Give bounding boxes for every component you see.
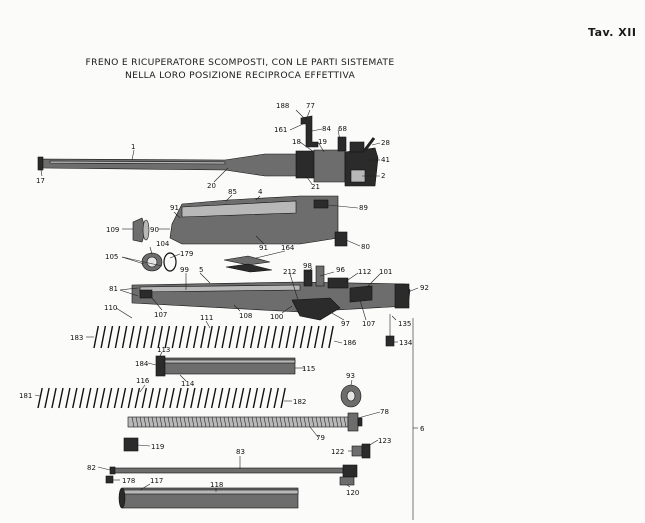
label-181: 181 (19, 392, 32, 400)
label-212: 212 (283, 268, 296, 276)
label-21: 21 (311, 183, 320, 191)
label-78: 78 (380, 408, 389, 416)
label-114: 114 (181, 380, 195, 388)
label-120: 120 (346, 489, 359, 497)
label-164: 164 (281, 244, 295, 252)
label-1: 1 (131, 143, 135, 151)
label-134: 134 (399, 339, 413, 347)
label-109: 109 (106, 226, 119, 234)
label-105: 105 (105, 253, 118, 261)
label-183: 183 (70, 334, 83, 342)
part-113-tube (155, 355, 296, 377)
label-122: 122 (331, 448, 344, 456)
label-90: 90 (150, 226, 159, 234)
label-17: 17 (36, 177, 45, 185)
label-91: 91 (170, 204, 179, 212)
label-135: 135 (398, 320, 411, 328)
plate-title-line-1: FRENO E RICUPERATORE SCOMPOSTI, CON LE P… (85, 57, 395, 68)
part-122-screw (351, 443, 371, 459)
part-78-threaded-rod (127, 412, 363, 432)
label-104: 104 (156, 240, 170, 248)
part-164-latch (223, 255, 273, 273)
label-41: 41 (381, 156, 390, 164)
label-161: 161 (274, 126, 287, 134)
label-19: 19 (318, 138, 327, 146)
label-99: 99 (180, 266, 189, 274)
label-2: 2 (381, 172, 385, 180)
part-93-nut (340, 384, 362, 408)
label-77: 77 (306, 102, 315, 110)
label-113: 113 (157, 346, 170, 354)
label-184: 184 (135, 360, 149, 368)
label-83: 83 (236, 448, 245, 456)
label-179: 179 (180, 250, 193, 258)
label-107-b: 107 (362, 320, 375, 328)
label-107: 107 (154, 311, 167, 319)
label-84: 84 (322, 125, 331, 133)
label-115: 115 (302, 365, 315, 373)
label-92: 92 (420, 284, 429, 292)
label-4: 4 (258, 188, 263, 196)
leader-lines (34, 109, 419, 492)
part-109-cap (132, 217, 150, 243)
label-97: 97 (341, 320, 350, 328)
label-110: 110 (104, 304, 117, 312)
label-96: 96 (336, 266, 345, 274)
label-93: 93 (346, 372, 355, 380)
label-68: 68 (338, 125, 347, 133)
part-119-ring (123, 437, 139, 452)
label-81: 81 (109, 285, 118, 293)
label-182: 182 (293, 398, 306, 406)
label-100: 100 (270, 313, 283, 321)
label-178: 178 (122, 477, 135, 485)
part-178-pin (105, 475, 114, 484)
label-18: 18 (292, 138, 301, 146)
plate-title-line-2: NELLA LORO POSIZIONE RECIPROCA EFFETTIVA (124, 70, 356, 81)
label-123: 123 (378, 437, 391, 445)
part-4-upper-housing (169, 195, 348, 247)
label-98: 98 (303, 262, 312, 270)
part-116-spring (37, 387, 286, 409)
part-1-barrel (37, 115, 379, 187)
label-5: 5 (199, 266, 203, 274)
label-118: 118 (210, 481, 223, 489)
label-89: 89 (359, 204, 368, 212)
part-118-cylinder (118, 487, 299, 509)
label-6: 6 (420, 425, 425, 433)
label-28: 28 (381, 139, 390, 147)
label-85: 85 (228, 188, 237, 196)
part-83-rod (109, 464, 358, 486)
label-20: 20 (207, 182, 216, 190)
label-116: 116 (136, 377, 150, 385)
part-105-collar (141, 252, 177, 272)
label-119: 119 (151, 443, 164, 451)
label-186: 186 (343, 339, 357, 347)
label-101: 101 (379, 268, 392, 276)
label-111: 111 (200, 314, 213, 322)
label-188: 188 (276, 102, 289, 110)
part-number-labels: 188 77 84 161 68 28 18 19 41 2 1 17 20 2… (19, 102, 429, 497)
plate-number: Tav. XII (588, 26, 637, 39)
part-5-body (131, 265, 411, 347)
label-82: 82 (87, 464, 96, 472)
label-112: 112 (358, 268, 371, 276)
label-91-b: 91 (259, 244, 268, 252)
label-79: 79 (316, 434, 325, 442)
label-117: 117 (150, 477, 163, 485)
label-80: 80 (361, 243, 370, 251)
label-108: 108 (239, 312, 252, 320)
part-111-spring (93, 325, 334, 349)
